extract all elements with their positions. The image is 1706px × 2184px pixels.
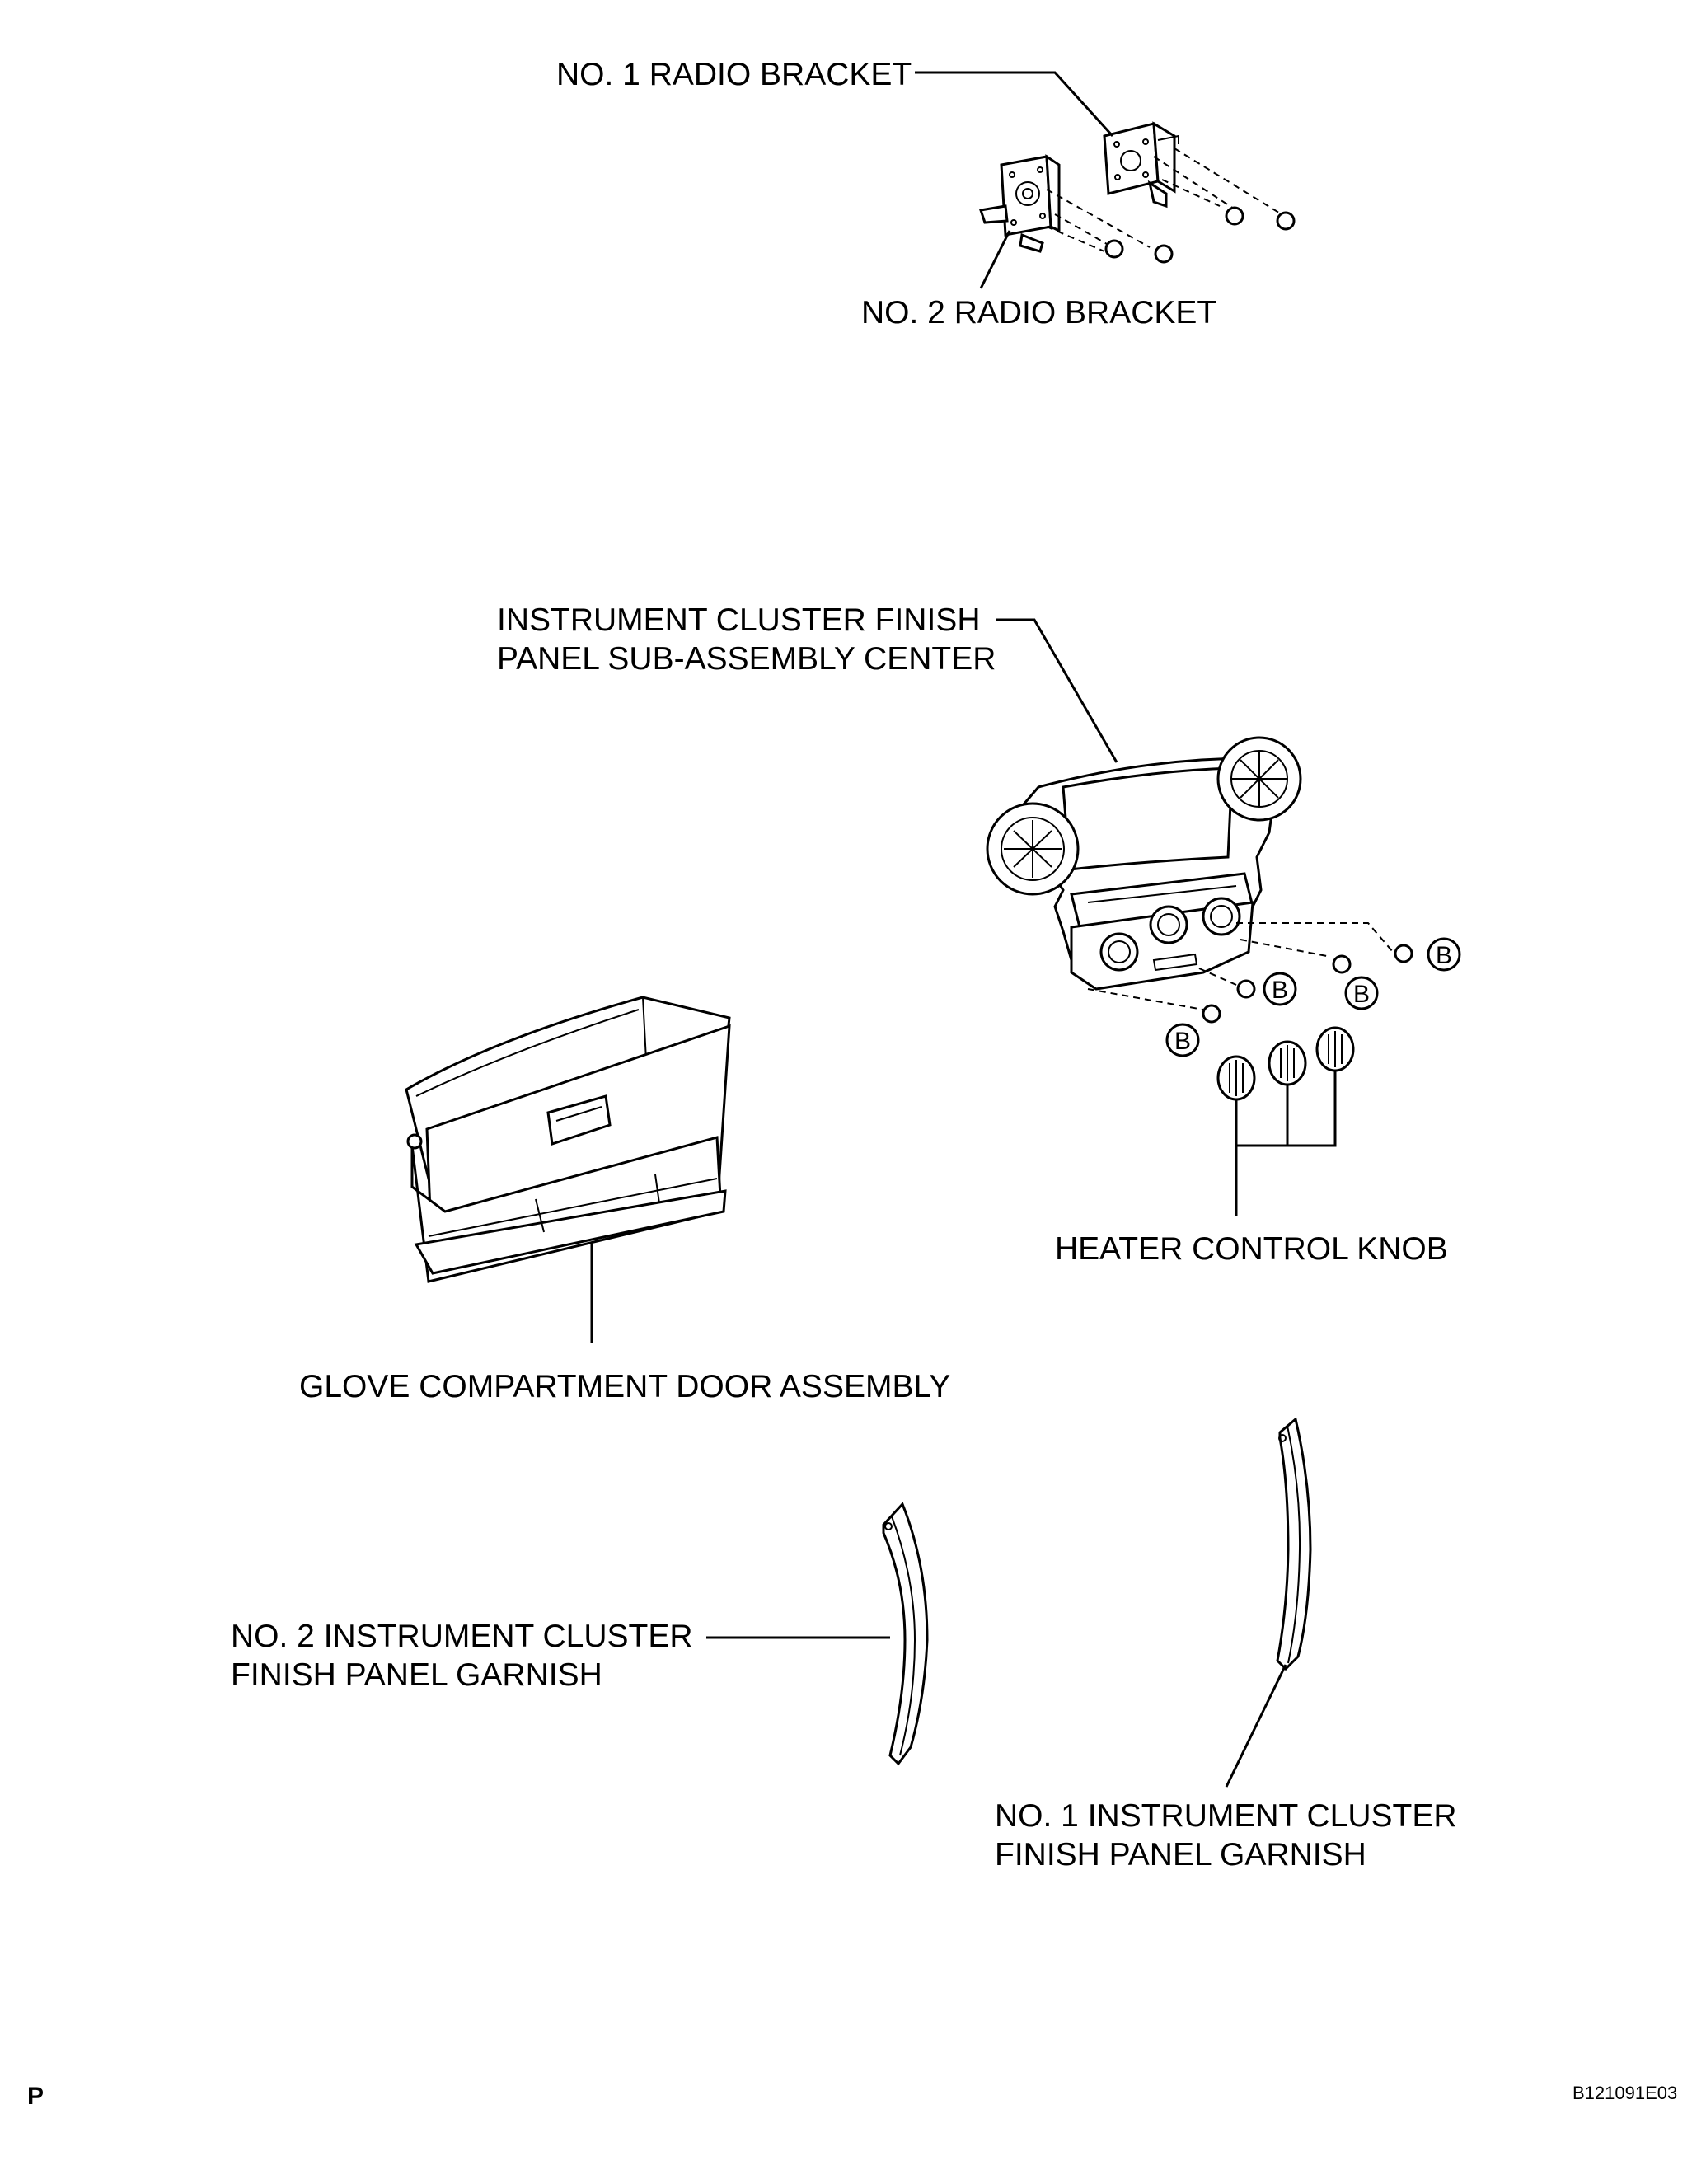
label-glove-compartment: GLOVE COMPARTMENT DOOR ASSEMBLY — [299, 1369, 950, 1404]
screw-marker-b-1: B — [1427, 937, 1461, 972]
screw-marker-b-4: B — [1165, 1023, 1200, 1057]
leader-heater-control-knob — [1235, 1071, 1337, 1216]
label-finish-panel-center-line2: PANEL SUB-ASSEMBLY CENTER — [497, 641, 996, 677]
radio-bracket-2-drawing — [979, 154, 1061, 253]
svg-text:B: B — [1174, 1028, 1191, 1055]
svg-text:B: B — [1436, 942, 1452, 969]
svg-text:B: B — [1272, 977, 1288, 1004]
garnish-1-drawing — [1276, 1417, 1312, 1671]
label-garnish-2-line2: FINISH PANEL GARNISH — [231, 1657, 602, 1693]
leader-finish-panel-center — [996, 618, 1118, 763]
svg-text:B: B — [1353, 981, 1370, 1008]
screw-marker-b-2: B — [1344, 976, 1379, 1010]
glove-compartment-drawing — [405, 996, 731, 1283]
finish-panel-center-drawing — [986, 736, 1302, 991]
radio-bracket-2-screws — [1046, 189, 1174, 264]
leader-garnish-1 — [1225, 1664, 1287, 1788]
label-radio-bracket-2: NO. 2 RADIO BRACKET — [861, 295, 1216, 330]
label-garnish-2-line1: NO. 2 INSTRUMENT CLUSTER — [231, 1619, 693, 1654]
label-radio-bracket-1: NO. 1 RADIO BRACKET — [556, 57, 912, 92]
radio-bracket-1-drawing — [1103, 121, 1179, 209]
leader-radio-bracket-2 — [979, 230, 1011, 289]
leader-radio-bracket-1 — [915, 71, 1114, 138]
figure-code: B121091E03 — [1572, 2083, 1677, 2103]
label-garnish-1-line2: FINISH PANEL GARNISH — [995, 1837, 1366, 1872]
label-garnish-1-line1: NO. 1 INSTRUMENT CLUSTER — [995, 1798, 1457, 1834]
garnish-2-drawing — [882, 1502, 929, 1766]
finish-panel-screws — [1087, 922, 1413, 1024]
label-heater-control-knob: HEATER CONTROL KNOB — [1055, 1231, 1448, 1267]
radio-bracket-1-screws — [1153, 148, 1296, 231]
screw-marker-b-3: B — [1263, 972, 1297, 1006]
label-finish-panel-center-line1: INSTRUMENT CLUSTER FINISH — [497, 602, 981, 638]
corner-mark-p: P — [27, 2083, 44, 2110]
heater-control-knobs-drawing — [1216, 1026, 1355, 1101]
